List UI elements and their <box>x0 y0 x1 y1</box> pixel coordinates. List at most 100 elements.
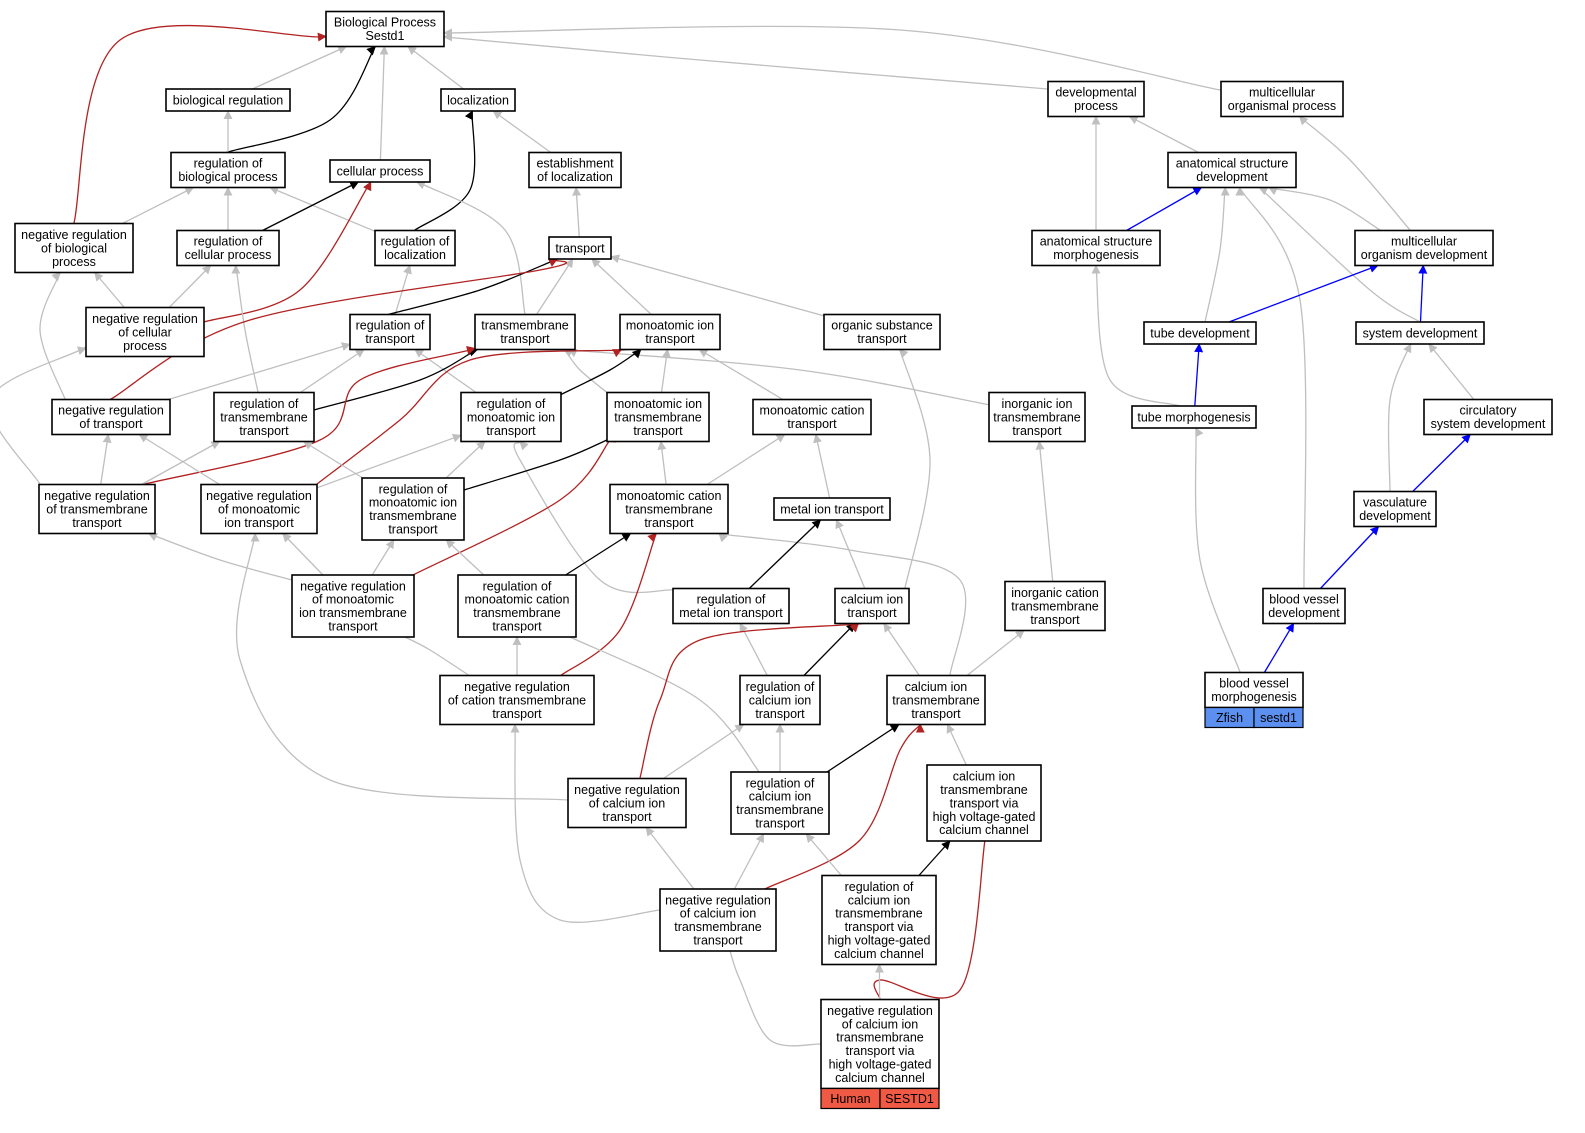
node-label-line: transport <box>1012 424 1062 438</box>
edge-line <box>1194 343 1204 407</box>
node-box <box>457 574 577 638</box>
edge-is-a-negcattm-to-negmonotm <box>395 629 474 679</box>
edge-line <box>305 346 482 413</box>
edge-line <box>299 348 365 394</box>
node-box <box>1355 321 1485 345</box>
edge-part-of-regmonocattm-to-monocattm <box>565 532 632 576</box>
edge-is-a-bioreg-to-root <box>252 45 348 90</box>
edge-is-a-regtrans-to-regloc <box>394 264 412 315</box>
edge-is-a-negmonotm-to-negmono <box>282 532 324 576</box>
go-term-node-metaltrans[interactable]: metal ion transport <box>773 497 891 521</box>
node-label-line: transport <box>755 817 805 831</box>
node-box <box>51 398 171 436</box>
go-term-node-sysdev[interactable]: system development <box>1355 321 1485 345</box>
node-box <box>474 313 576 351</box>
edge-line <box>723 941 826 1047</box>
node-box <box>1423 398 1553 436</box>
node-label-line: Sestd1 <box>366 29 405 43</box>
node-box <box>349 313 431 351</box>
go-term-node-tubedev[interactable]: tube development <box>1143 321 1257 345</box>
node-label-line: transport <box>755 707 805 721</box>
node-label-line: monoatomic cation <box>760 404 865 418</box>
go-term-node-bioreg[interactable]: biological regulation <box>165 88 291 112</box>
node-label-line: transport <box>388 523 438 537</box>
edge-line <box>1194 418 1244 682</box>
edge-is-a-regtmtrans-to-regtrans <box>299 348 365 394</box>
edge-line <box>269 186 376 232</box>
go-term-node-loc[interactable]: localization <box>440 88 516 112</box>
node-label-line: process <box>1074 99 1118 113</box>
edge-line <box>94 271 125 308</box>
edge-line <box>1418 264 1428 323</box>
node-box <box>886 674 986 726</box>
node-label-line: transport <box>602 810 652 824</box>
go-term-node-transport[interactable]: transport <box>548 236 612 260</box>
node-label-line: monoatomic cation <box>617 489 722 503</box>
node-label-line: calcium ion <box>749 693 812 707</box>
edge-is-a-negbio-to-regbio <box>122 186 195 225</box>
node-label-line: monoatomic ion <box>467 410 555 424</box>
go-term-node-tubemorph[interactable]: tube morphogenesis <box>1131 405 1257 429</box>
node-label-line: negative regulation <box>21 228 127 242</box>
edge-is-a-estloc-to-loc <box>492 110 552 154</box>
edge-is-a-negmono-to-regmono <box>316 433 462 489</box>
edge-line <box>1319 525 1380 589</box>
node-label-line: transport via <box>846 1044 915 1058</box>
node-label-line: transport <box>72 516 122 530</box>
node-box <box>1031 229 1161 267</box>
node-box <box>460 391 562 443</box>
node-label-line: transmembrane <box>473 606 561 620</box>
node-box <box>821 874 937 966</box>
node-label-line: organism development <box>1361 248 1488 262</box>
go-term-node-cellproc[interactable]: cellular process <box>329 159 431 183</box>
edge-line <box>100 258 568 406</box>
edge-positively-path-sysdev-to-multidev <box>1418 264 1428 323</box>
node-label-line: of calcium ion <box>589 796 665 810</box>
edge-is-a-circdev-to-sysdev <box>1428 343 1475 400</box>
